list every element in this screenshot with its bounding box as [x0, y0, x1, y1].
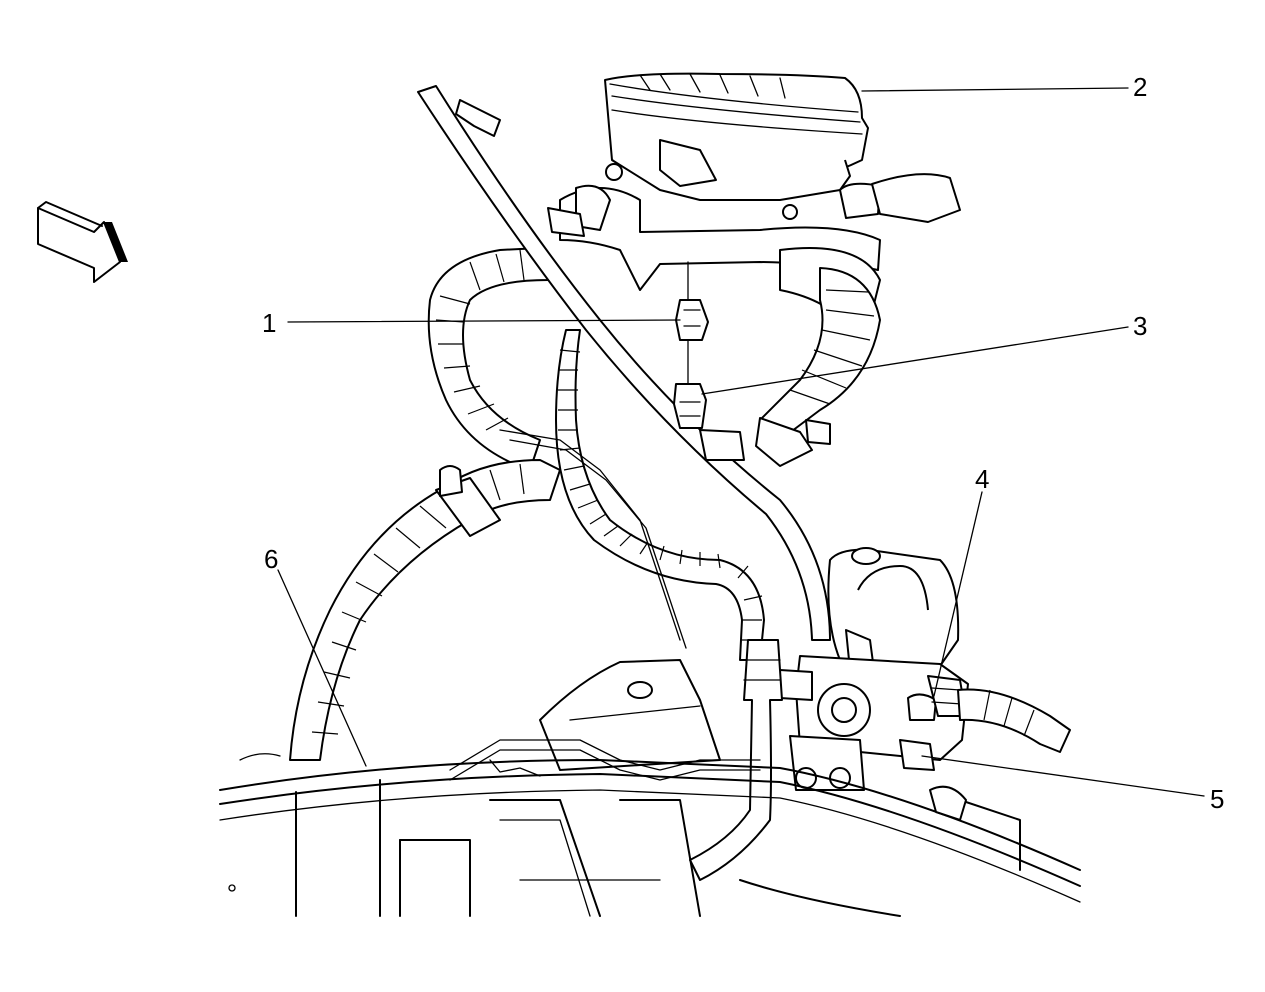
lower-pipe-bundle: [239, 429, 761, 781]
brake-fluid-reservoir: [604, 72, 961, 223]
leader-line-6: [277, 569, 367, 767]
callout-4: 4: [975, 464, 990, 494]
strut-tower-bracket: [539, 659, 721, 771]
wiring-harness-left: [427, 247, 549, 471]
forward-arrow-icon: [37, 201, 128, 283]
wiring-harness-lower-left: [289, 459, 561, 761]
lower-brake-pipe: [689, 639, 783, 881]
callout-1: 1: [262, 308, 277, 338]
leader-line-1: [287, 319, 681, 323]
leader-line-4: [933, 491, 983, 697]
leader-line-3: [701, 326, 1129, 395]
abs-modulator: [779, 547, 1071, 791]
callout-3: 3: [1133, 311, 1148, 341]
cowl-panel: [219, 759, 1081, 917]
rigid-brake-pipe: [417, 85, 831, 641]
callout-2: 2: [1133, 72, 1148, 102]
callout-5: 5: [1210, 784, 1225, 814]
connector-1: [675, 261, 709, 385]
corrugated-conduit: [555, 329, 765, 661]
leader-lines: [277, 87, 1205, 797]
connector-3: [673, 383, 745, 461]
callout-6: 6: [264, 544, 279, 574]
leader-line-5: [921, 755, 1205, 797]
wiring-harness-right: [755, 267, 881, 467]
leader-line-2: [861, 87, 1129, 92]
